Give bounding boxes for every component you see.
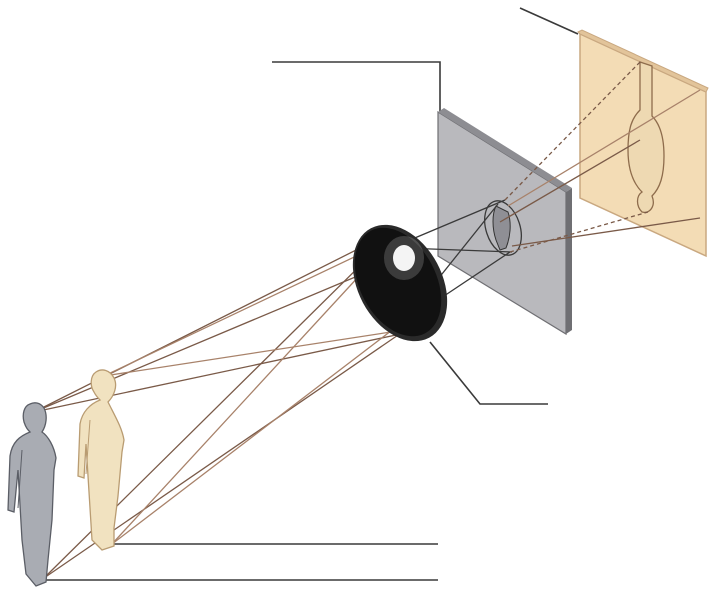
plate-small-image <box>492 205 511 251</box>
light-rays <box>33 61 701 579</box>
lens-highlight <box>393 245 415 271</box>
ray <box>499 139 641 223</box>
ray <box>111 304 426 545</box>
rear-person-body <box>7 402 57 587</box>
ray <box>507 89 701 207</box>
ray <box>111 261 373 545</box>
ray <box>33 237 381 413</box>
front-person-figure <box>77 369 125 551</box>
rear-person-figure <box>7 402 57 587</box>
plate-edge <box>566 188 572 334</box>
ray <box>509 211 649 253</box>
inverted-figure-image <box>627 61 665 213</box>
ray <box>33 331 411 413</box>
ray <box>103 239 391 377</box>
lens <box>352 224 448 342</box>
ray <box>33 274 361 413</box>
leader-line-lens <box>429 341 548 405</box>
screen-edge <box>577 29 709 93</box>
lens-glow <box>384 236 424 280</box>
ray <box>103 329 405 377</box>
lens-body <box>354 227 442 337</box>
rear-person-arm <box>17 449 23 509</box>
leader-lines <box>44 7 579 581</box>
plate-top-edge <box>438 108 572 192</box>
leader-line-top <box>272 61 441 118</box>
ray <box>511 217 701 247</box>
plate-aperture-ring <box>484 200 522 256</box>
front-person-arm <box>85 419 91 475</box>
aperture-plate <box>437 108 572 336</box>
front-person-body <box>77 369 125 551</box>
leader-line-screen <box>519 7 579 35</box>
projection-screen <box>577 29 709 258</box>
ray <box>409 199 506 241</box>
